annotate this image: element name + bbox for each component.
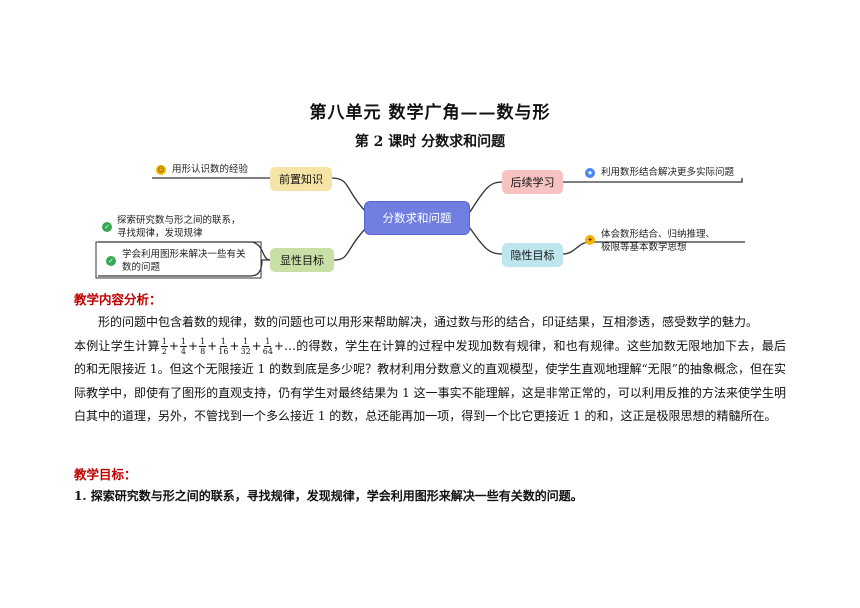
section-heading-goals: 教学目标： xyxy=(74,467,137,482)
mindmap-center-node: 分数求和问题 xyxy=(365,202,469,234)
connector-qianzhi xyxy=(331,177,367,213)
smile-icon: ☺ xyxy=(156,165,166,175)
connector-xianxing xyxy=(333,227,367,261)
check-icon: ✓ xyxy=(106,256,116,266)
analysis-paragraph: 形的问题中包含着数的规律，数的问题也可以用形来帮助解决，通过数与形的结合，印证结… xyxy=(74,311,786,429)
leaf-yinxing-1: 体会数形结合、归纳推理、 极限等基本数学思想 xyxy=(601,229,716,253)
analysis-p2-pre: 本例让学生计算 xyxy=(74,338,160,353)
analysis-p1: 形的问题中包含着数的规律，数的问题也可以用形来帮助解决，通过数与形的结合，印证结… xyxy=(98,315,759,329)
mindmap-node-xianxing: 显性目标 xyxy=(270,248,334,272)
plus-sign: + xyxy=(168,338,179,353)
plus-sign: + xyxy=(207,338,218,353)
plus-sign: + xyxy=(251,338,262,353)
connector-houxu xyxy=(469,181,503,213)
connector-leaf-4 xyxy=(563,178,743,183)
connector-yinxing xyxy=(469,227,503,255)
goal-item-1: 1. 探索研究数与形之间的联系，寻找规律，发现规律，学会利用图形来解决一些有关数… xyxy=(74,489,583,503)
plus-sign: + xyxy=(229,338,240,353)
leaf-houxu-1: 利用数形结合解决更多实际问题 xyxy=(601,167,735,178)
check-icon: ✓ xyxy=(102,222,112,232)
page-subtitle: 第 2 课时 分数求和问题 xyxy=(354,134,506,150)
mindmap-node-houxu: 后续学习 xyxy=(502,170,563,194)
plus-sign: + xyxy=(273,338,284,353)
bulb-icon: ✦ xyxy=(585,235,595,245)
mindmap-node-qianzhi: 前置知识 xyxy=(270,167,332,191)
leaf-qianzhi-1: 用形认识数的经验 xyxy=(172,164,249,175)
connector-leaf-3 xyxy=(98,259,270,277)
leaf-xianxing-2: 学会利用图形来解决一些有关 数的问题 xyxy=(122,249,246,273)
leaf-xianxing-1: 探索研究数与形之间的联系， 寻找规律，发现规律 xyxy=(117,215,241,239)
plus-sign: + xyxy=(188,338,199,353)
page-title: 第八单元 数学广角——数与形 xyxy=(309,103,551,123)
star-icon: ★ xyxy=(585,168,595,178)
analysis-p2-post: …的得数，学生在计算的过程中发现加数有规律，和也有规律。这些加数无限地加下去，最… xyxy=(74,338,786,424)
section-heading-analysis: 教学内容分析： xyxy=(74,292,162,307)
mindmap-node-yinxing: 隐性目标 xyxy=(502,243,563,267)
